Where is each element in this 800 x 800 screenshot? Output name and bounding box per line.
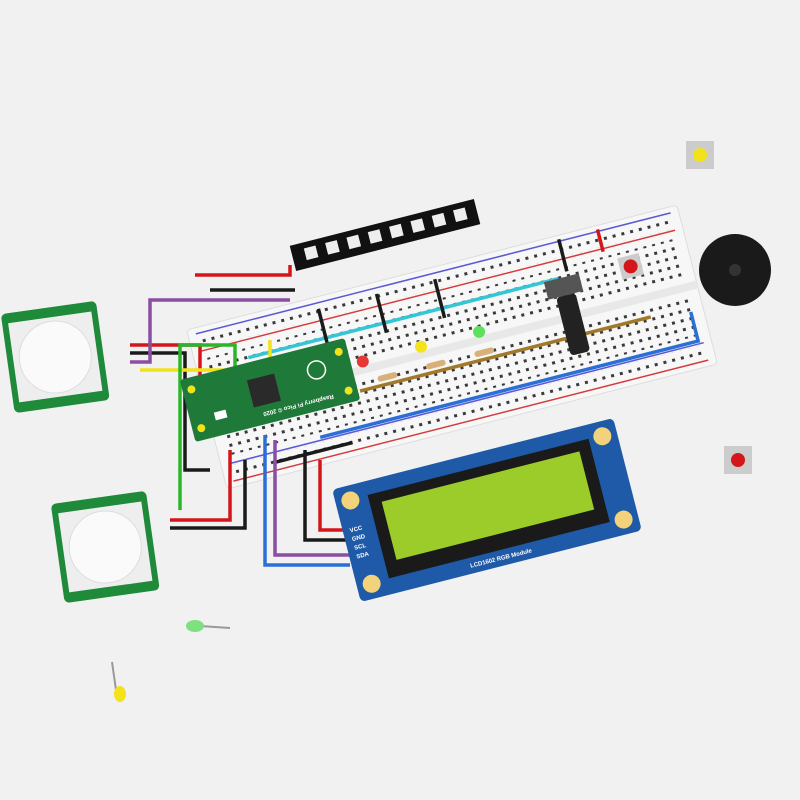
- led-green: [473, 325, 486, 338]
- led-strip: [289, 198, 481, 272]
- pir-sensor-1: [1, 301, 110, 413]
- push-button-red[interactable]: [724, 446, 752, 474]
- pir-sensor-2: [51, 491, 160, 603]
- raspberry-pi-pico: Raspberry Pi Pico © 2020: [180, 338, 360, 442]
- led-red: [356, 355, 369, 368]
- push-button-yellow[interactable]: [686, 141, 714, 169]
- led-yellow: [414, 340, 427, 353]
- lcd-module: VCC GND SCL SDA LCD1602 RGB Module: [333, 419, 641, 601]
- pin-vcc: VCC: [349, 525, 363, 534]
- pin-sda: SDA: [356, 551, 370, 560]
- push-button-on-board[interactable]: [617, 253, 644, 280]
- pin-scl: SCL: [354, 543, 367, 552]
- loose-led-yellow: [111, 661, 126, 702]
- board-wires: [247, 228, 701, 464]
- pin-gnd: GND: [352, 534, 367, 543]
- resistors: [377, 347, 495, 382]
- buzzer: [699, 234, 771, 306]
- loose-led-green: [186, 620, 231, 632]
- raspberry-logo-icon: [306, 360, 327, 380]
- potentiometer: [543, 273, 590, 356]
